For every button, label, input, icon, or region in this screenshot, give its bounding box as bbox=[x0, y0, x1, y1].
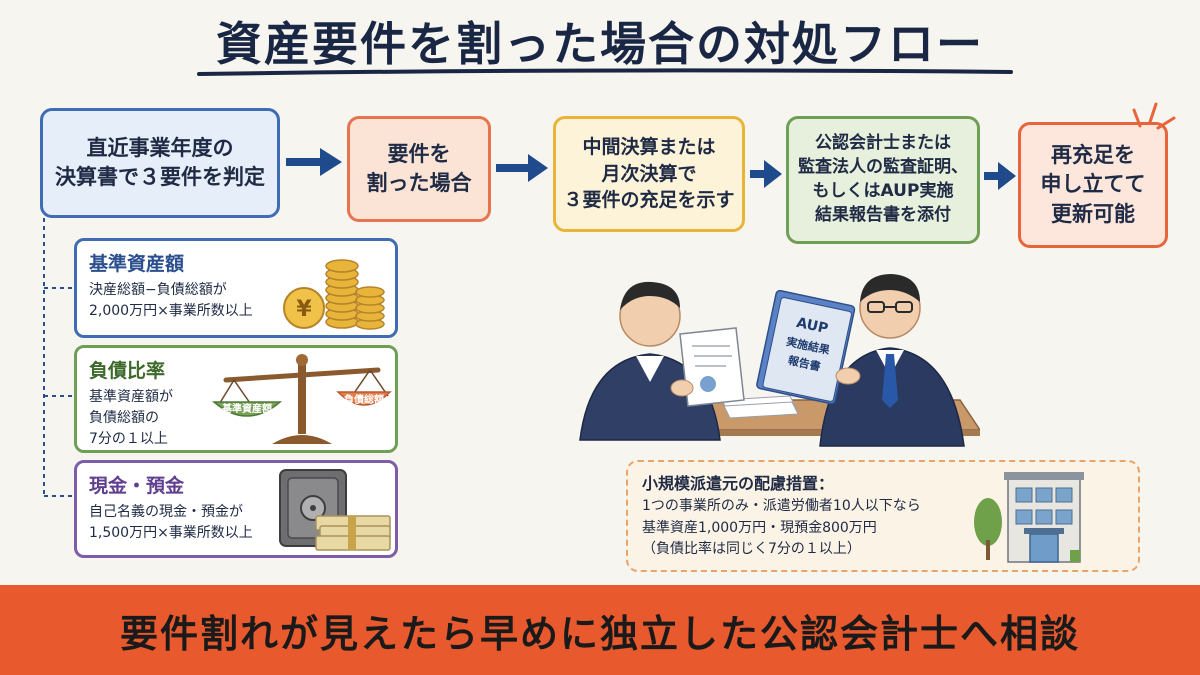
balance-scale-icon: 基準資産額 負債総額 bbox=[212, 354, 392, 444]
emphasis-sparks-icon bbox=[1132, 102, 1176, 130]
flow-step-text: 割った場合 bbox=[366, 171, 472, 195]
note-text: 1つの事業所のみ・派遣労働者10人以下なら bbox=[642, 498, 921, 514]
scale-label-assets: 基準資産額 bbox=[221, 402, 272, 415]
office-building-icon bbox=[974, 472, 1084, 563]
requirement-text: 決産総額−負債総額が bbox=[89, 282, 227, 298]
note-text: 基準資産1,000万円・現預金800万円 bbox=[642, 519, 877, 536]
arrow-right-icon bbox=[984, 162, 1016, 190]
requirement-text: 7分の１以上 bbox=[89, 431, 168, 447]
arrow-right-icon bbox=[286, 148, 342, 176]
requirement-title: 基準資産額 bbox=[89, 253, 185, 275]
requirement-title: 現金・預金 bbox=[89, 475, 185, 497]
requirement-text: 基準資産額が bbox=[89, 389, 173, 405]
report-title: AUP bbox=[795, 315, 830, 337]
flow-step-interim: 中間決算または 月次決算で ３要件の充足を示す bbox=[553, 116, 745, 232]
flow-step-text: 決算書で３要件を判定 bbox=[55, 165, 265, 189]
yen-symbol: ¥ bbox=[296, 297, 312, 322]
flow-step-text: 公認会計士または bbox=[815, 133, 951, 154]
flow-step-text: 中間決算または bbox=[582, 136, 716, 159]
flow-step-text: 再充足を bbox=[1051, 142, 1135, 167]
flow-step-text: もしくはAUP実施 bbox=[812, 181, 954, 201]
requirement-debt-ratio: 負債比率 基準資産額が 負債総額の 7分の１以上 bbox=[74, 345, 398, 453]
flow-step-text: ３要件の充足を示す bbox=[563, 189, 735, 212]
requirement-title: 負債比率 bbox=[89, 360, 166, 382]
flow-step-text: 直近事業年度の bbox=[86, 135, 234, 160]
report-title: 報告書 bbox=[787, 353, 822, 374]
page-title: 資産要件を割った場合の対処フロー bbox=[216, 17, 984, 71]
note-text: （負債比率は同じく7分の１以上） bbox=[642, 541, 861, 558]
coin-stack-icon: ¥ bbox=[283, 259, 385, 330]
flow-step-text: 更新可能 bbox=[1051, 201, 1135, 226]
flow-step-renewal: 再充足を 申し立てて 更新可能 bbox=[1018, 122, 1168, 248]
requirement-text: 2,000万円×事業所数以上 bbox=[89, 303, 253, 319]
requirement-text: 1,500万円×事業所数以上 bbox=[89, 525, 253, 541]
arrow-right-icon bbox=[750, 160, 782, 188]
requirement-text: 自己名義の現金・預金が bbox=[89, 504, 243, 520]
flow-step-text: 月次決算で bbox=[601, 162, 697, 185]
consultation-illustration: AUP 実施結果 報告書 bbox=[579, 274, 980, 447]
flow-step-audit: 公認会計士または 監査法人の監査証明、 もしくはAUP実施 結果報告書を添付 bbox=[786, 116, 980, 244]
scale-label-debt: 負債総額 bbox=[344, 393, 384, 406]
flow-step-text: 結果報告書を添付 bbox=[815, 204, 951, 225]
flow-step-judge: 直近事業年度の 決算書で３要件を判定 bbox=[40, 108, 280, 218]
requirement-text: 負債総額の bbox=[89, 410, 159, 426]
arrow-right-icon bbox=[496, 154, 548, 182]
safe-and-cash-icon bbox=[279, 469, 391, 551]
flow-step-text: 申し立てて bbox=[1040, 172, 1146, 197]
note-title: 小規模派遣元の配慮措置： bbox=[642, 474, 835, 493]
flow-step-text: 監査法人の監査証明、 bbox=[798, 157, 968, 178]
flow-step-text: 要件を bbox=[387, 141, 451, 166]
requirements-connector bbox=[43, 218, 74, 497]
title-underline bbox=[197, 68, 1013, 76]
advice-banner: 要件割れが見えたら早めに独立した公認会計士へ相談 bbox=[0, 585, 1200, 675]
flow-step-breach: 要件を 割った場合 bbox=[347, 116, 491, 222]
